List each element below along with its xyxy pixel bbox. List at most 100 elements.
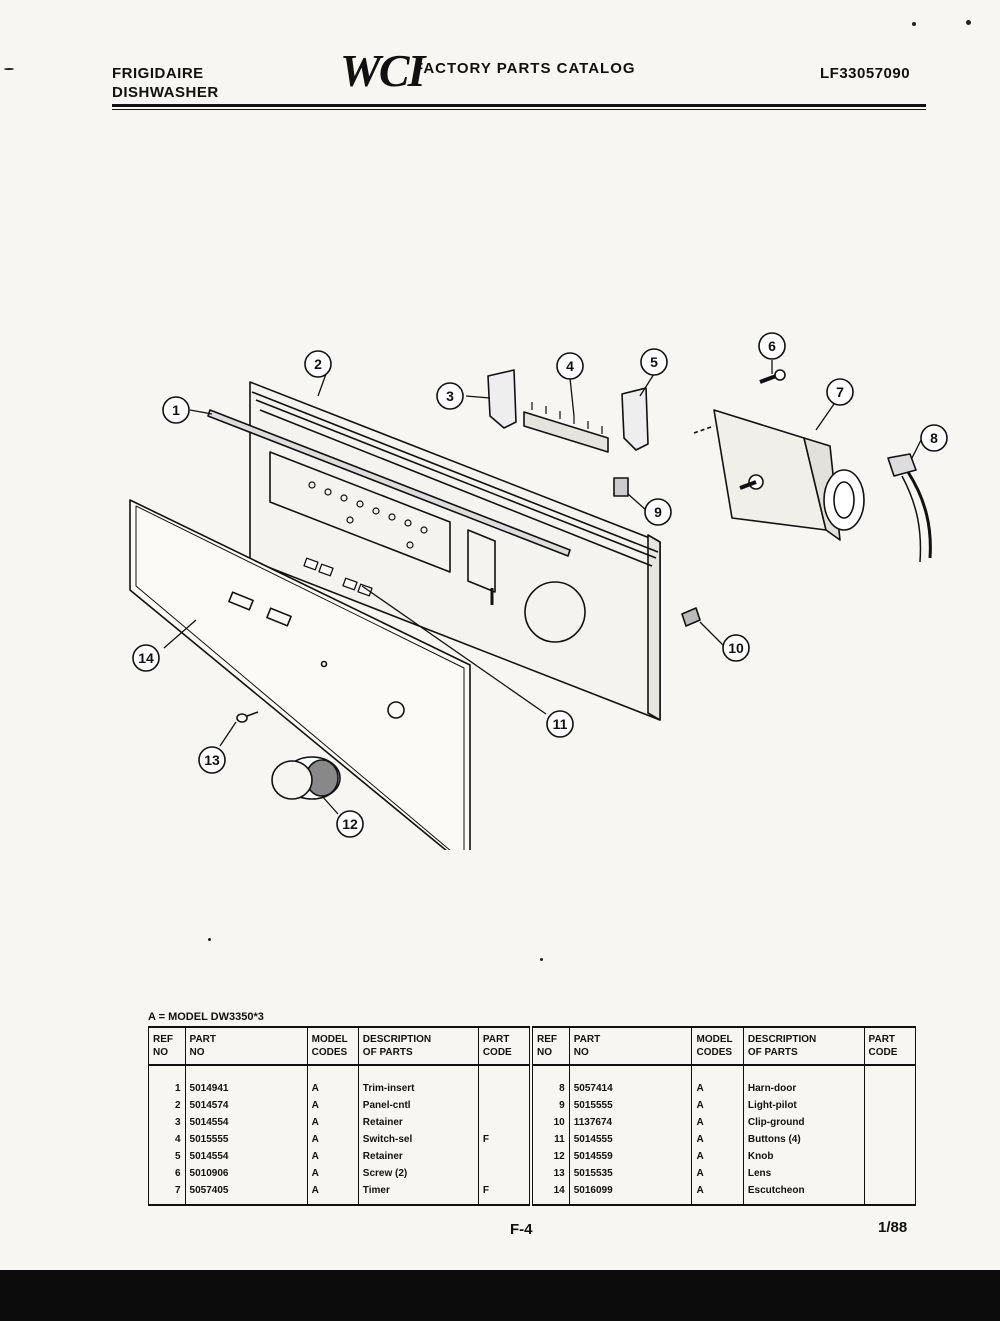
callout-1-label: 1 (172, 402, 180, 418)
cell-desc: Lens (742, 1165, 865, 1182)
cell-ref: 4 (148, 1131, 186, 1148)
cell-part: 5014554 (184, 1148, 308, 1165)
scan-edge-bar (0, 1270, 1000, 1321)
spacer-cell (691, 1065, 744, 1080)
cell-part: 5015555 (184, 1131, 308, 1148)
cell-part: 5014559 (568, 1148, 693, 1165)
cell-ref: 7 (148, 1182, 186, 1206)
callout-7: 7 (826, 378, 854, 406)
callout-13: 13 (198, 746, 226, 774)
cell-model: A (306, 1097, 359, 1114)
spacer-cell (148, 1065, 186, 1080)
selector-switch-drawing (523, 402, 609, 453)
table-spacer-row (148, 1065, 531, 1080)
cell-code (863, 1080, 917, 1097)
retainer-right-drawing (621, 387, 649, 451)
header-brand-block: FRIGIDAIRE DISHWASHER (112, 64, 219, 102)
cell-part: 5015535 (568, 1165, 693, 1182)
cell-ref: 14 (532, 1182, 570, 1206)
knob-drawing (271, 756, 341, 800)
cell-desc: Trim-insert (357, 1080, 479, 1097)
cell-model: A (691, 1097, 744, 1114)
cell-model: A (306, 1131, 359, 1148)
cell-model: A (306, 1148, 359, 1165)
callout-2-label: 2 (314, 356, 322, 372)
screw-drawing (759, 369, 786, 384)
cell-code: F (477, 1131, 531, 1148)
cell-part: 5057405 (184, 1182, 308, 1206)
cell-model: A (306, 1080, 359, 1097)
cell-part: 5016099 (568, 1182, 693, 1206)
cell-code (477, 1114, 531, 1131)
scan-speck (912, 22, 916, 26)
cell-desc: Timer (357, 1182, 479, 1206)
callout-12: 12 (336, 810, 364, 838)
lens-drawing (236, 711, 259, 723)
callout-10: 10 (722, 634, 750, 662)
header-rule (112, 104, 926, 107)
callout-14: 14 (132, 644, 160, 672)
cell-desc: Screw (2) (357, 1165, 479, 1182)
cell-part: 5014554 (184, 1114, 308, 1131)
callout-11-label: 11 (553, 716, 568, 732)
cell-code (477, 1165, 531, 1182)
cell-code (863, 1114, 917, 1131)
cell-code (863, 1097, 917, 1114)
callout-5-label: 5 (650, 354, 658, 370)
timer-drawing (693, 409, 865, 541)
callout-2: 2 (304, 350, 332, 378)
cell-model: A (306, 1165, 359, 1182)
cell-desc: Retainer (357, 1148, 479, 1165)
cell-ref: 5 (148, 1148, 186, 1165)
product-name: DISHWASHER (112, 84, 219, 101)
callout-6-label: 6 (768, 338, 776, 354)
catalog-title: FACTORY PARTS CATALOG (414, 60, 636, 77)
cell-code (863, 1165, 917, 1182)
cell-part: 5057414 (568, 1080, 693, 1097)
cell-ref: 3 (148, 1114, 186, 1131)
cell-desc: Retainer (357, 1114, 479, 1131)
exploded-parts-diagram: 1 2 3 4 5 6 7 8 9 10 11 12 13 14 (129, 332, 948, 850)
cell-code (863, 1148, 917, 1165)
scan-speck (4, 68, 14, 70)
callout-4: 4 (556, 352, 584, 380)
cell-desc: Panel-cntl (357, 1097, 479, 1114)
cell-desc: Switch-sel (357, 1131, 479, 1148)
cell-model: A (306, 1114, 359, 1131)
retainer-left-drawing (487, 369, 517, 429)
cell-desc: Knob (742, 1148, 865, 1165)
callout-7-label: 7 (836, 384, 844, 400)
spacer-cell (568, 1065, 693, 1080)
callout-10-label: 10 (728, 640, 744, 656)
spacer-cell (863, 1065, 917, 1080)
leader-lines (163, 360, 923, 815)
wci-logo: WCI (340, 45, 425, 96)
cell-code: F (477, 1182, 531, 1206)
cell-ref: 2 (148, 1097, 186, 1114)
cell-part: 5010906 (184, 1165, 308, 1182)
callout-13-label: 13 (204, 752, 220, 768)
buttons-drawing (303, 557, 373, 597)
cell-ref: 6 (148, 1165, 186, 1182)
cell-ref: 9 (532, 1097, 570, 1114)
callout-9-harness: 8 (920, 424, 948, 452)
